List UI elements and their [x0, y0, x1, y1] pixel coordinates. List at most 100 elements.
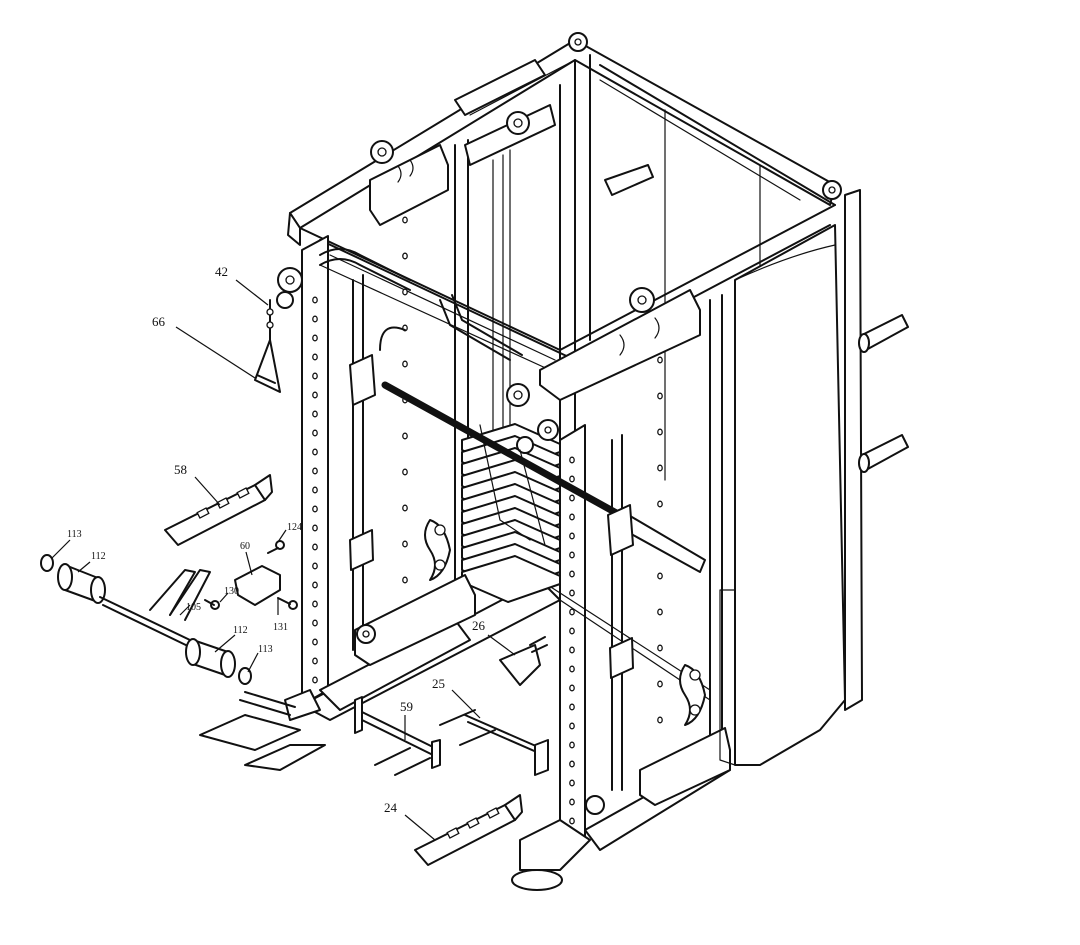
upright-hole	[312, 638, 318, 646]
callout-66: 66	[152, 314, 166, 329]
upright-hole	[569, 456, 575, 464]
upright-hole	[312, 524, 318, 532]
upright-hole	[312, 486, 318, 494]
upright-hole	[657, 680, 663, 688]
callout-60: 60	[240, 541, 250, 552]
upright-hole	[312, 410, 318, 418]
upright-hole	[569, 779, 575, 787]
smith-barbell	[349, 354, 706, 573]
callout-112-b: 112	[233, 625, 248, 636]
upright-hole	[569, 646, 575, 654]
callout-42: 42	[215, 264, 228, 279]
upright-hole	[402, 360, 408, 368]
upright-hole	[569, 722, 575, 730]
upright-hole	[657, 716, 663, 724]
part-26-bracket	[499, 636, 548, 686]
callout-113-b: 113	[258, 644, 273, 655]
upright-hole	[569, 475, 575, 483]
upright-hole	[312, 657, 318, 665]
upright-hole	[657, 644, 663, 652]
part-24-storage-bracket	[414, 794, 523, 866]
top-pulley-plate-left	[287, 140, 449, 246]
callout-130: 130	[224, 586, 239, 597]
callout-113-a: 113	[67, 529, 82, 540]
upright-hole	[312, 372, 318, 380]
stack-pulleys	[506, 383, 559, 454]
part-66-handle	[254, 339, 281, 393]
upright-hole	[312, 315, 318, 323]
callout-24: 24	[384, 800, 398, 815]
upright-hole	[569, 817, 575, 825]
rear-pulley-box	[454, 59, 556, 166]
upright-hole	[312, 581, 318, 589]
upright-hole	[312, 676, 318, 684]
part-58-storage-bracket	[164, 474, 273, 546]
upright-hole	[402, 540, 408, 548]
low-pulley-left	[354, 519, 476, 666]
upright-hole	[312, 296, 318, 304]
upright-hole	[657, 392, 663, 400]
upright-hole	[402, 468, 408, 476]
pull-up-handles	[319, 248, 523, 361]
upright-hole	[402, 576, 408, 584]
callout-26: 26	[472, 618, 486, 633]
upright-holes	[312, 216, 663, 825]
upright-hole	[402, 252, 408, 260]
upright-hole	[569, 627, 575, 635]
callout-105: 105	[186, 602, 201, 613]
part-platform	[199, 691, 326, 771]
upright-hole	[312, 505, 318, 513]
upright-hole	[657, 500, 663, 508]
upright-hole	[402, 504, 408, 512]
upright-hole	[569, 532, 575, 540]
upright-hole	[569, 684, 575, 692]
upright-hole	[312, 334, 318, 342]
callout-131: 131	[273, 622, 288, 633]
upright-hole	[569, 494, 575, 502]
leader-lines	[51, 279, 516, 841]
upright-hole	[402, 432, 408, 440]
upright-hole	[402, 288, 408, 296]
upright-hole	[569, 798, 575, 806]
upright-hole	[569, 665, 575, 673]
callout-112-a: 112	[91, 551, 106, 562]
upright-hole	[312, 353, 318, 361]
callout-58: 58	[174, 462, 187, 477]
callout-124: 124	[287, 522, 302, 533]
plate-storage-horns	[604, 164, 909, 473]
foot-plates	[284, 689, 591, 891]
upright-hole	[312, 448, 318, 456]
upright-hole	[402, 216, 408, 224]
part-leg-attachment	[40, 554, 252, 685]
upright-hole	[657, 608, 663, 616]
upright-hole	[569, 551, 575, 559]
upright-hole	[312, 543, 318, 551]
upright-hole	[312, 429, 318, 437]
callout-labels: 42 66 58 113 112 124 60 130 105 131 112 …	[67, 264, 486, 815]
upright-hole	[312, 562, 318, 570]
upright-hole	[569, 608, 575, 616]
callout-25: 25	[432, 676, 445, 691]
part-59-horn-holder	[354, 696, 441, 776]
upright-hole	[569, 760, 575, 768]
part-60-hardware	[204, 540, 298, 610]
upright-hole	[312, 467, 318, 475]
upright-hole	[569, 703, 575, 711]
upright-hole	[569, 589, 575, 597]
smith-carriages	[349, 326, 634, 679]
part-42-pulley	[266, 267, 303, 341]
upright-hole	[312, 391, 318, 399]
upright-hole	[569, 741, 575, 749]
callout-59: 59	[400, 699, 413, 714]
upright-hole	[657, 572, 663, 580]
upright-hole	[657, 356, 663, 364]
upright-hole	[569, 513, 575, 521]
upright-hole	[657, 428, 663, 436]
rear-shroud	[719, 189, 863, 766]
top-pulley-plate-right	[539, 32, 842, 401]
low-pulley-right	[585, 664, 731, 815]
upright-hole	[312, 619, 318, 627]
weight-stack	[461, 423, 561, 603]
